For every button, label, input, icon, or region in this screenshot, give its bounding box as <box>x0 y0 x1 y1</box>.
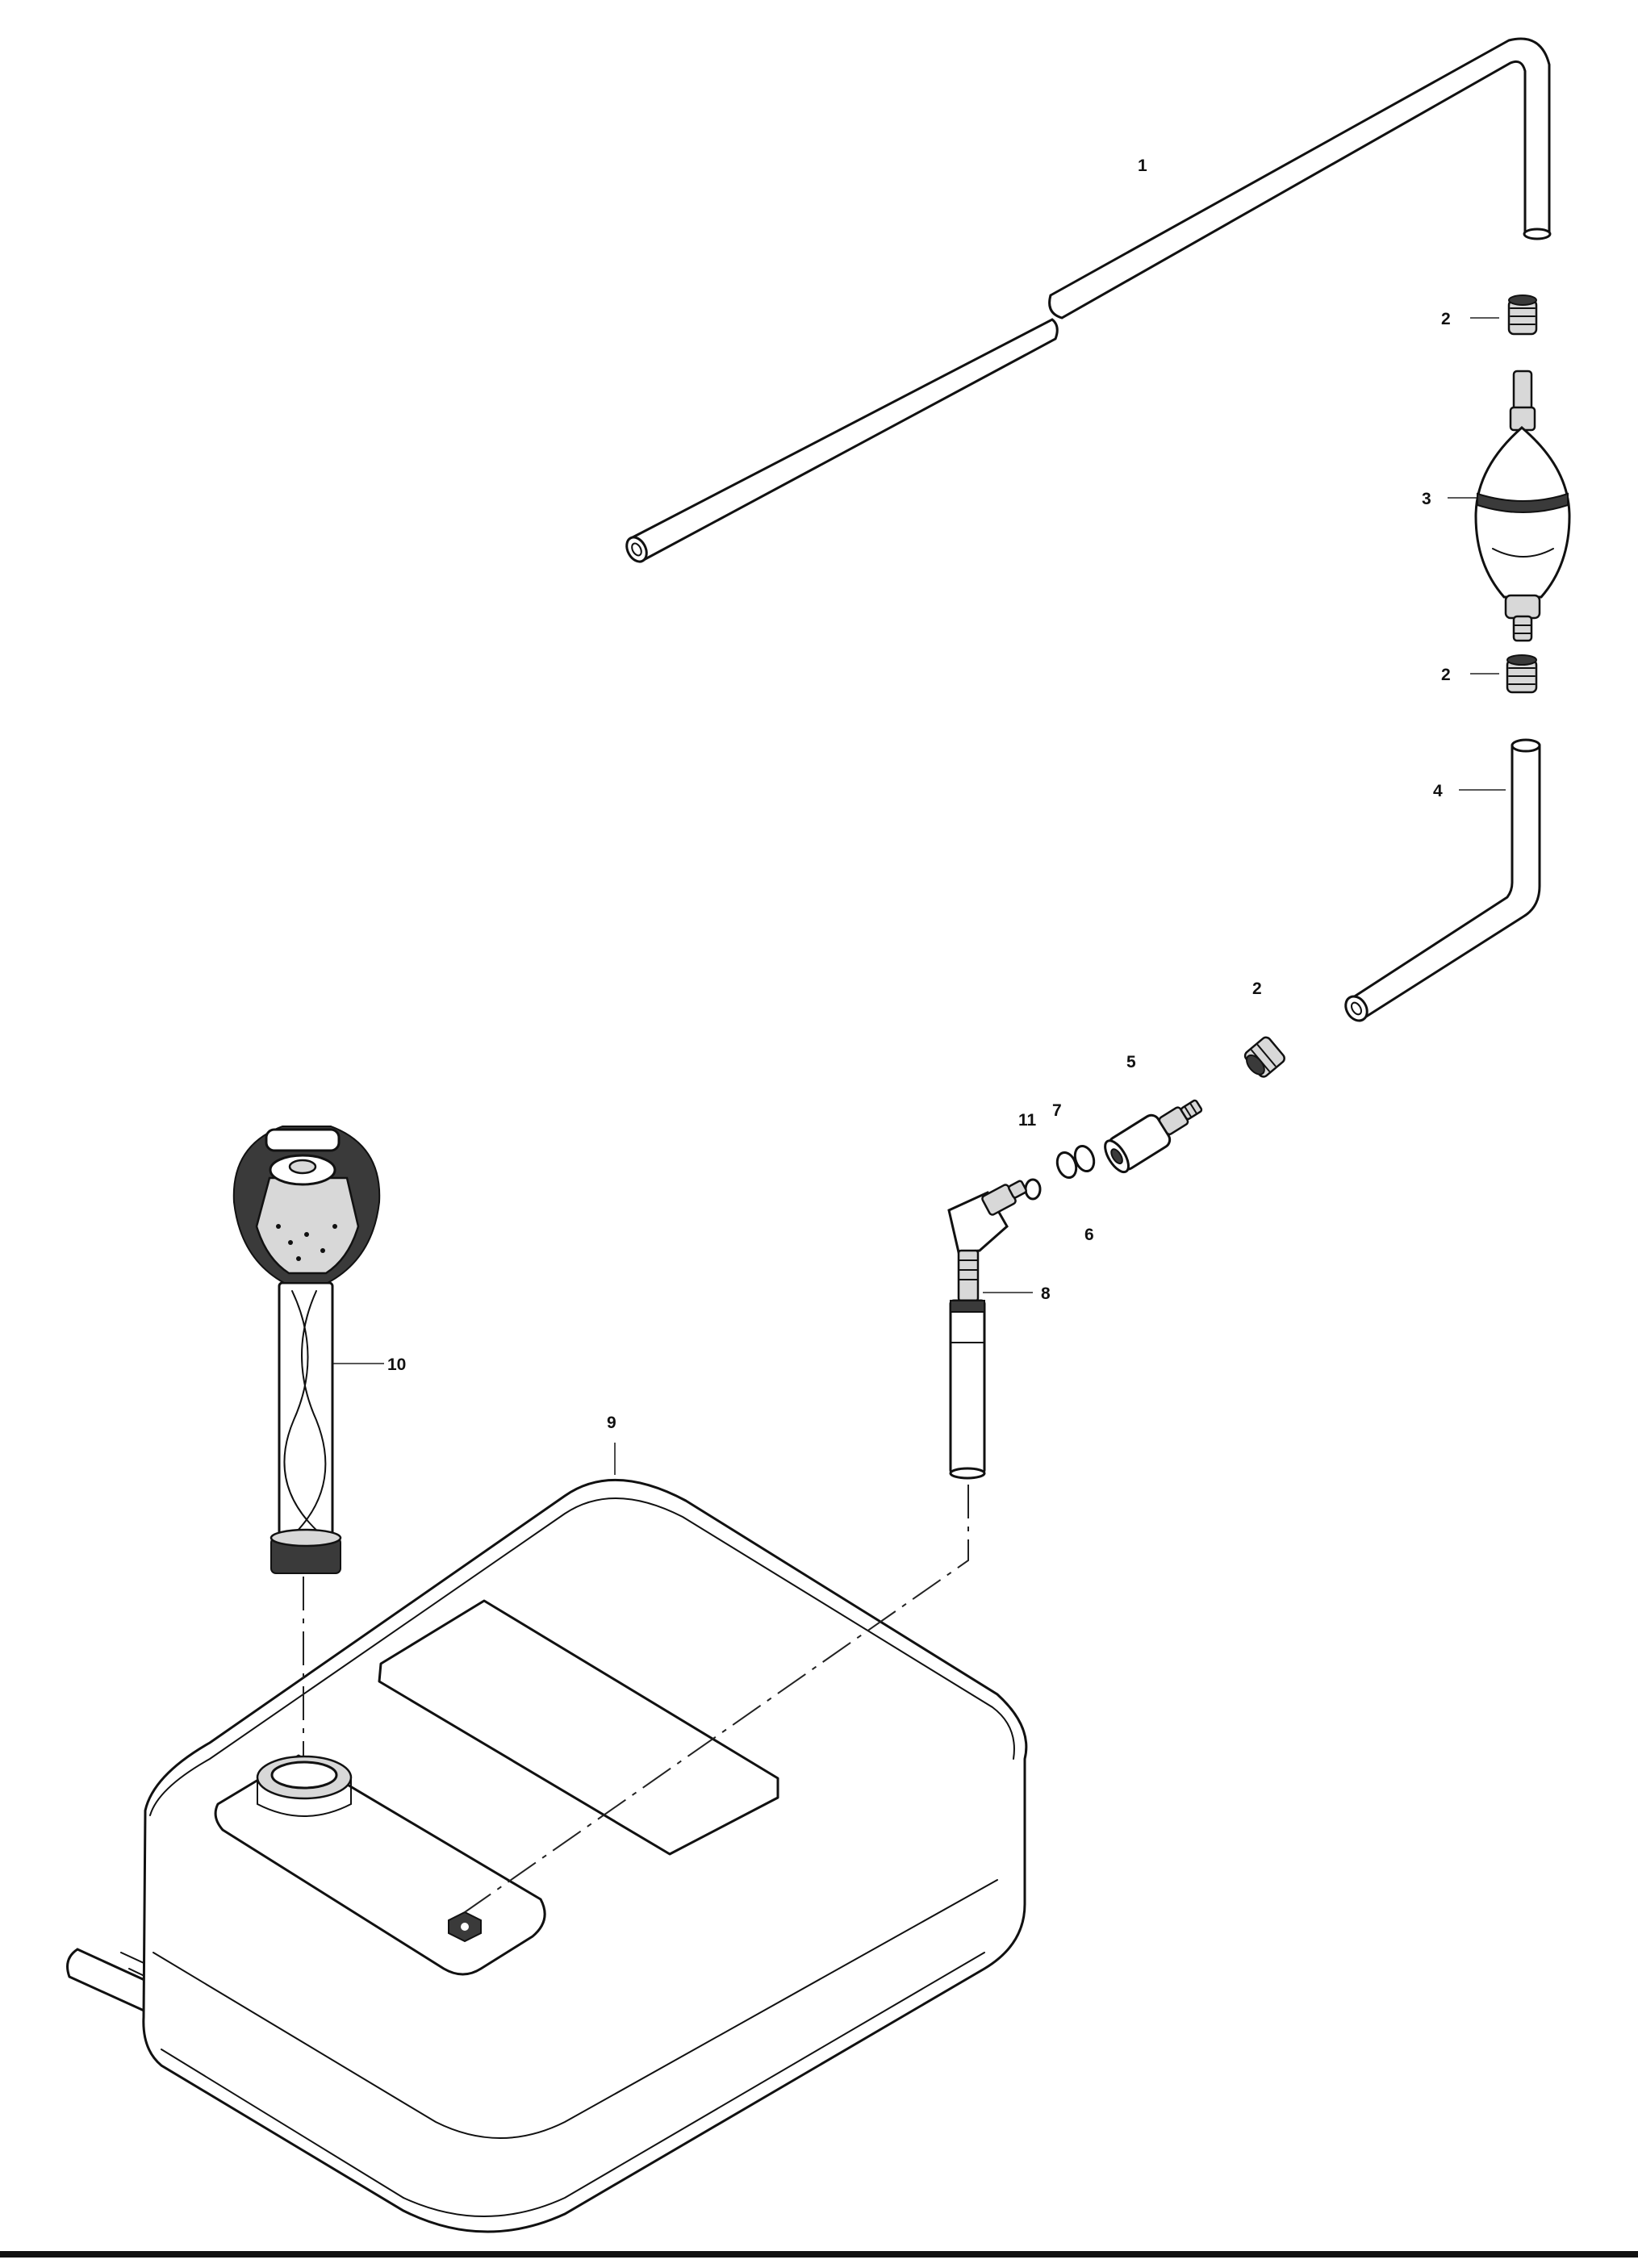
callout-6: 6 <box>1084 1226 1094 1244</box>
callout-3: 3 <box>1422 490 1431 508</box>
hose-clamp-part-2-lower <box>1243 1036 1285 1078</box>
callout-8: 8 <box>1041 1284 1051 1303</box>
callout-1: 1 <box>1138 157 1147 175</box>
o-rings-parts-6-7 <box>1055 1145 1096 1179</box>
fuel-gauge-part-10 <box>232 1126 384 1574</box>
callout-2-middle: 2 <box>1441 666 1451 684</box>
bent-hose-part-4 <box>1344 738 1541 1022</box>
callout-9: 9 <box>607 1414 616 1432</box>
callout-11: 11 <box>1018 1111 1037 1130</box>
callout-7: 7 <box>1052 1101 1062 1120</box>
primer-bulb-part-3 <box>1448 370 1571 642</box>
ring-part-11 <box>1024 1178 1042 1201</box>
fuel-hose-part-1 <box>625 37 1552 563</box>
bottom-border-rule <box>0 2251 1638 2258</box>
fuel-tank-part-9 <box>66 1443 1028 2233</box>
callout-5: 5 <box>1126 1053 1136 1071</box>
pickup-tube-part-8 <box>947 1180 1033 1480</box>
callout-4: 4 <box>1433 782 1443 800</box>
hose-clamp-part-2-upper <box>1470 294 1538 336</box>
connector-part-5 <box>1104 1099 1203 1174</box>
assembly-center-lines <box>303 1485 969 1913</box>
callout-2-upper: 2 <box>1441 310 1451 328</box>
hose-clamp-part-2-middle <box>1470 654 1538 694</box>
callout-2-lower: 2 <box>1252 979 1262 998</box>
callout-10: 10 <box>387 1355 406 1374</box>
